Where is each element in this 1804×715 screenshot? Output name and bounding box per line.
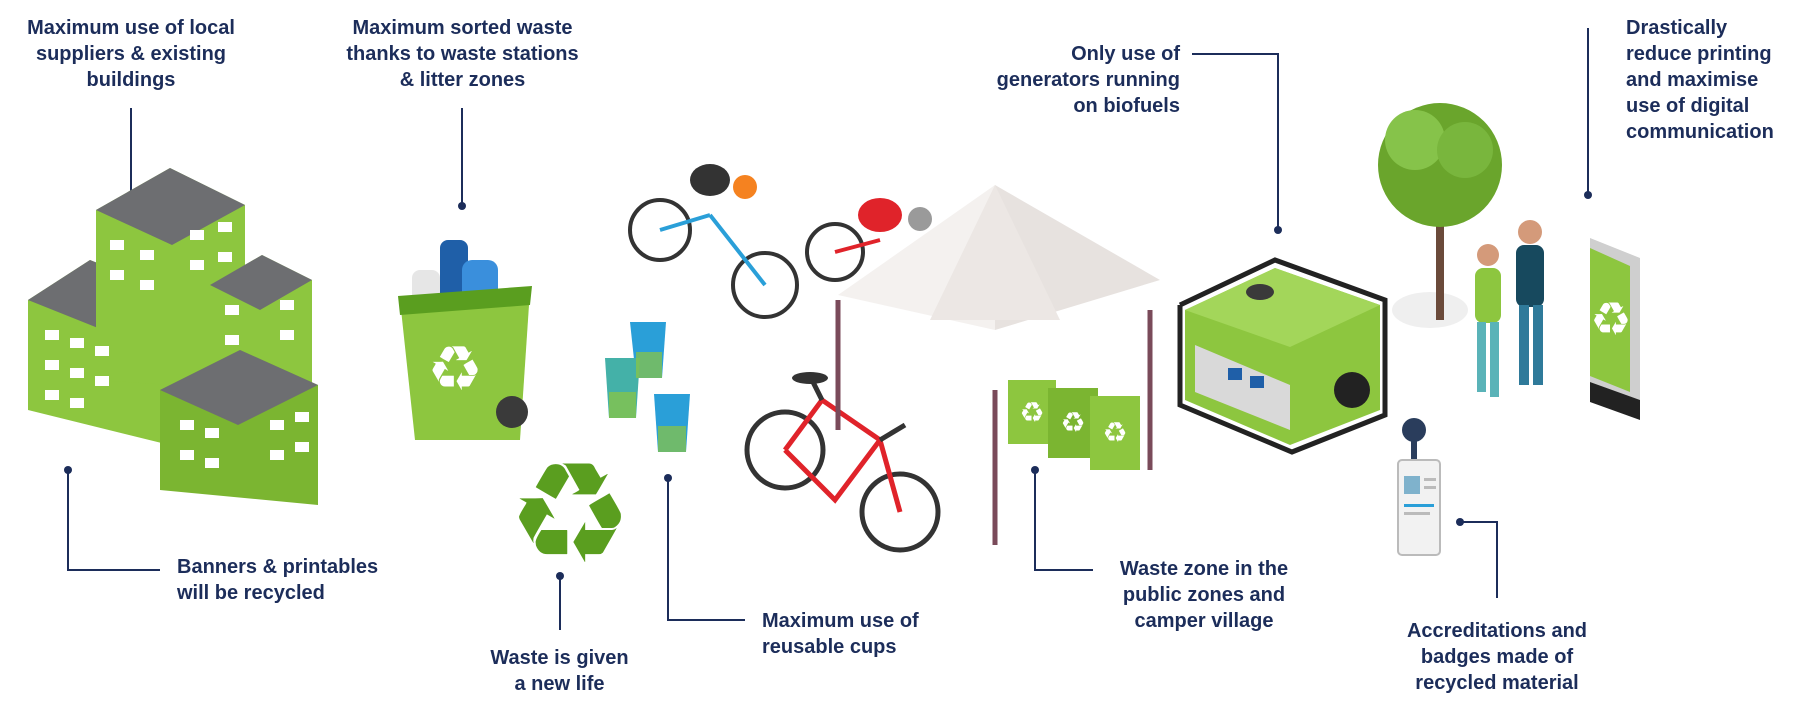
leader-cups <box>667 478 745 621</box>
label-biofuels: Only use of generators running on biofue… <box>996 43 1180 117</box>
svg-text:♻: ♻ <box>1060 406 1085 439</box>
svg-text:♻: ♻ <box>1019 396 1044 429</box>
leader-lines <box>67 28 1589 630</box>
tree-icon <box>1378 103 1502 328</box>
buildings-icon <box>28 168 318 505</box>
bicycle-icon <box>744 372 941 553</box>
label-sorted-waste: Maximum sorted waste thanks to waste sta… <box>346 17 579 91</box>
people-icon <box>1475 220 1544 397</box>
digital-sign-icon: ♻ <box>1590 238 1640 420</box>
reusable-cups-icon <box>605 322 690 452</box>
label-printing: Drastically reduce printing and maximise… <box>1626 17 1774 143</box>
cyclists-icon <box>628 198 881 319</box>
leader-banners <box>67 470 160 571</box>
svg-text:♻: ♻ <box>427 332 483 405</box>
label-banners: Banners & printables will be recycled <box>177 556 379 604</box>
recycling-bin-icon: ♻ <box>398 240 532 440</box>
label-waste-zone: Waste zone in the public zones and campe… <box>1119 558 1289 632</box>
generator-icon <box>1177 257 1388 455</box>
leader-badges <box>1460 521 1498 598</box>
badge-icon <box>1397 418 1441 556</box>
recycle-symbol-icon: ♻ <box>507 433 633 596</box>
svg-text:♻: ♻ <box>1590 292 1631 346</box>
svg-text:♻: ♻ <box>507 433 633 596</box>
label-badges: Accreditations and badges made of recycl… <box>1406 620 1588 694</box>
leader-waste-zone <box>1034 470 1093 571</box>
waste-bins-icon: ♻ ♻ ♻ <box>1008 380 1140 470</box>
label-new-life: Waste is given a new life <box>490 647 629 695</box>
label-cups: Maximum use of reusable cups <box>762 610 919 658</box>
label-local-suppliers: Maximum use of local suppliers & existin… <box>27 17 235 91</box>
tent-icon <box>835 185 1160 545</box>
svg-text:♻: ♻ <box>1102 416 1127 449</box>
leader-biofuels <box>1192 53 1279 228</box>
